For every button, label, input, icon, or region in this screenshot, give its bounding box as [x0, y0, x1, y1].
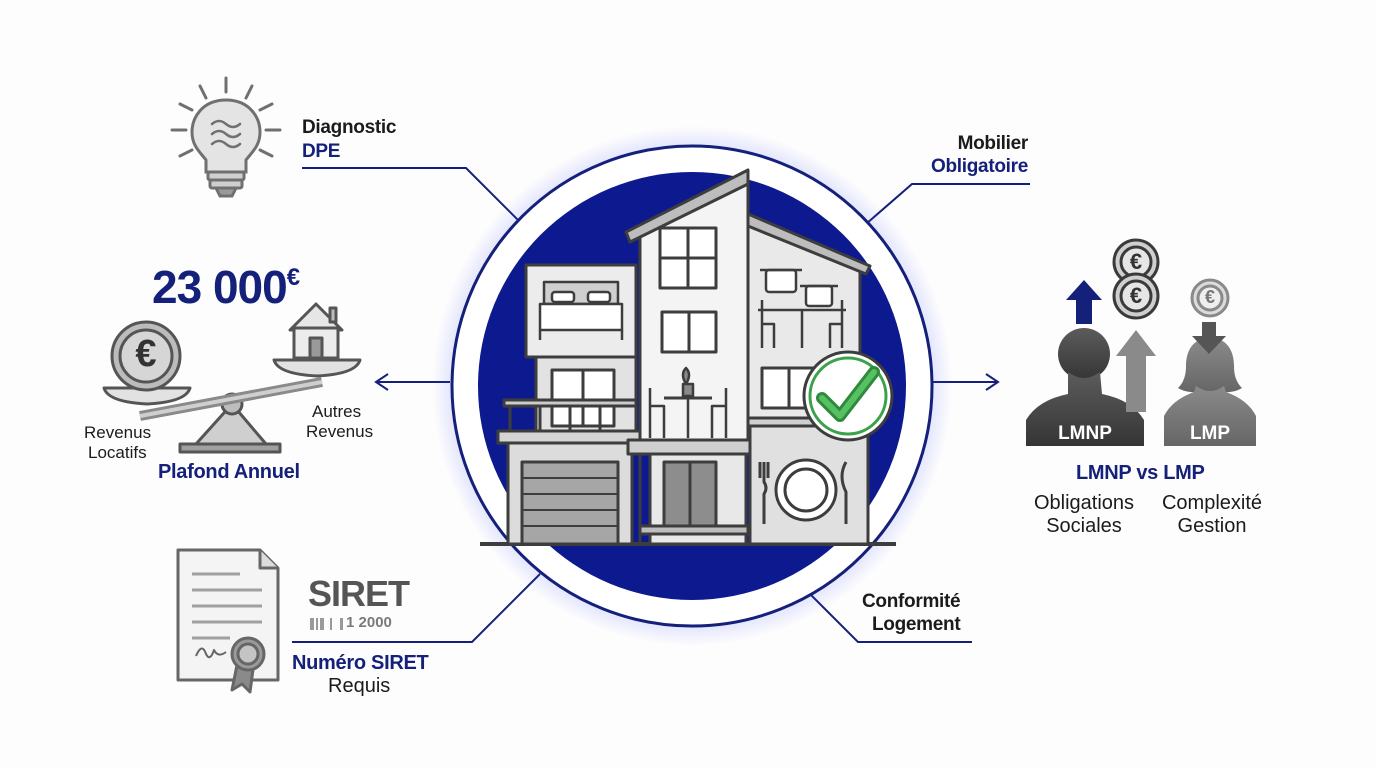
mobilier-label-line1: Mobilier: [957, 133, 1029, 154]
complexite-gestion-line1: Complexité: [1161, 492, 1263, 514]
bed-icon: [538, 280, 624, 340]
arrow-left-head: [374, 373, 389, 391]
connector-mobilier: [865, 183, 1030, 225]
coin-euro-1: €: [1129, 249, 1143, 274]
mobilier-label-line2: Obligatoire: [931, 156, 1028, 177]
lmp-badge: LMP: [1189, 423, 1231, 444]
obligations-sociales-line2: Sociales: [1046, 515, 1122, 537]
person-lmnp-icon: [1026, 328, 1144, 446]
plafond-caption: Plafond Annuel: [158, 461, 300, 483]
big-gray-arrow-up-icon: [1116, 330, 1156, 412]
dpe-label-line1: Diagnostic: [302, 117, 397, 138]
euro-coin-small-icon: [1190, 278, 1230, 318]
revenus-locatifs-line2: Locatifs: [88, 443, 147, 462]
conformite-label-line1: Conformité: [862, 591, 961, 612]
siret-barcode-text: 1 2000: [346, 614, 392, 631]
lmnp-vs-lmp-title: LMNP vs LMP: [1076, 462, 1205, 484]
furnished-house-icon: [480, 168, 896, 546]
dining-table-icon: [648, 366, 728, 438]
siret-caption-line2: Requis: [328, 675, 391, 697]
plafond-coin-symbol: €: [135, 333, 157, 375]
connector-dpe: [302, 167, 521, 223]
checkmark-icon: [802, 350, 894, 442]
euro-coin-stack-icon: [1112, 238, 1160, 320]
complexite-gestion-line2: Gestion: [1177, 515, 1247, 537]
person-lmp-icon: [1164, 338, 1256, 446]
autres-revenus-line2: Revenus: [306, 422, 374, 441]
plafond-currency: €: [286, 264, 300, 291]
autres-revenus-line1: Autres: [312, 402, 362, 421]
arrow-down-icon: [1192, 322, 1226, 354]
arrow-up-icon: [1066, 280, 1102, 324]
dpe-label-line2: DPE: [302, 141, 341, 162]
conformite-label-line2: Logement: [872, 614, 961, 635]
coin-euro-2: €: [1129, 283, 1143, 308]
revenus-locatifs-line1: Revenus: [84, 423, 152, 442]
plafond-amount-value: 23 000: [152, 261, 288, 313]
kitchen-pots-icon: [758, 268, 846, 348]
siret-barcode: [310, 618, 343, 630]
siret-caption-line1: Numéro SIRET: [292, 652, 429, 674]
lightbulb-icon: [170, 76, 282, 198]
balance-scale-icon: [102, 302, 362, 454]
lmnp-badge: LMNP: [1058, 423, 1112, 444]
siret-big-label: SIRET: [308, 573, 410, 614]
certificate-document-icon: [176, 548, 280, 694]
connector-siret: [292, 573, 541, 643]
arrow-right-head: [985, 373, 1000, 391]
obligations-sociales-line1: Obligations: [1033, 492, 1135, 514]
small-house-icon: [288, 302, 344, 360]
plate-cutlery-icon: [758, 458, 848, 524]
plafond-amount: 23 000€: [152, 261, 300, 313]
coin-euro-3: €: [1204, 287, 1215, 307]
